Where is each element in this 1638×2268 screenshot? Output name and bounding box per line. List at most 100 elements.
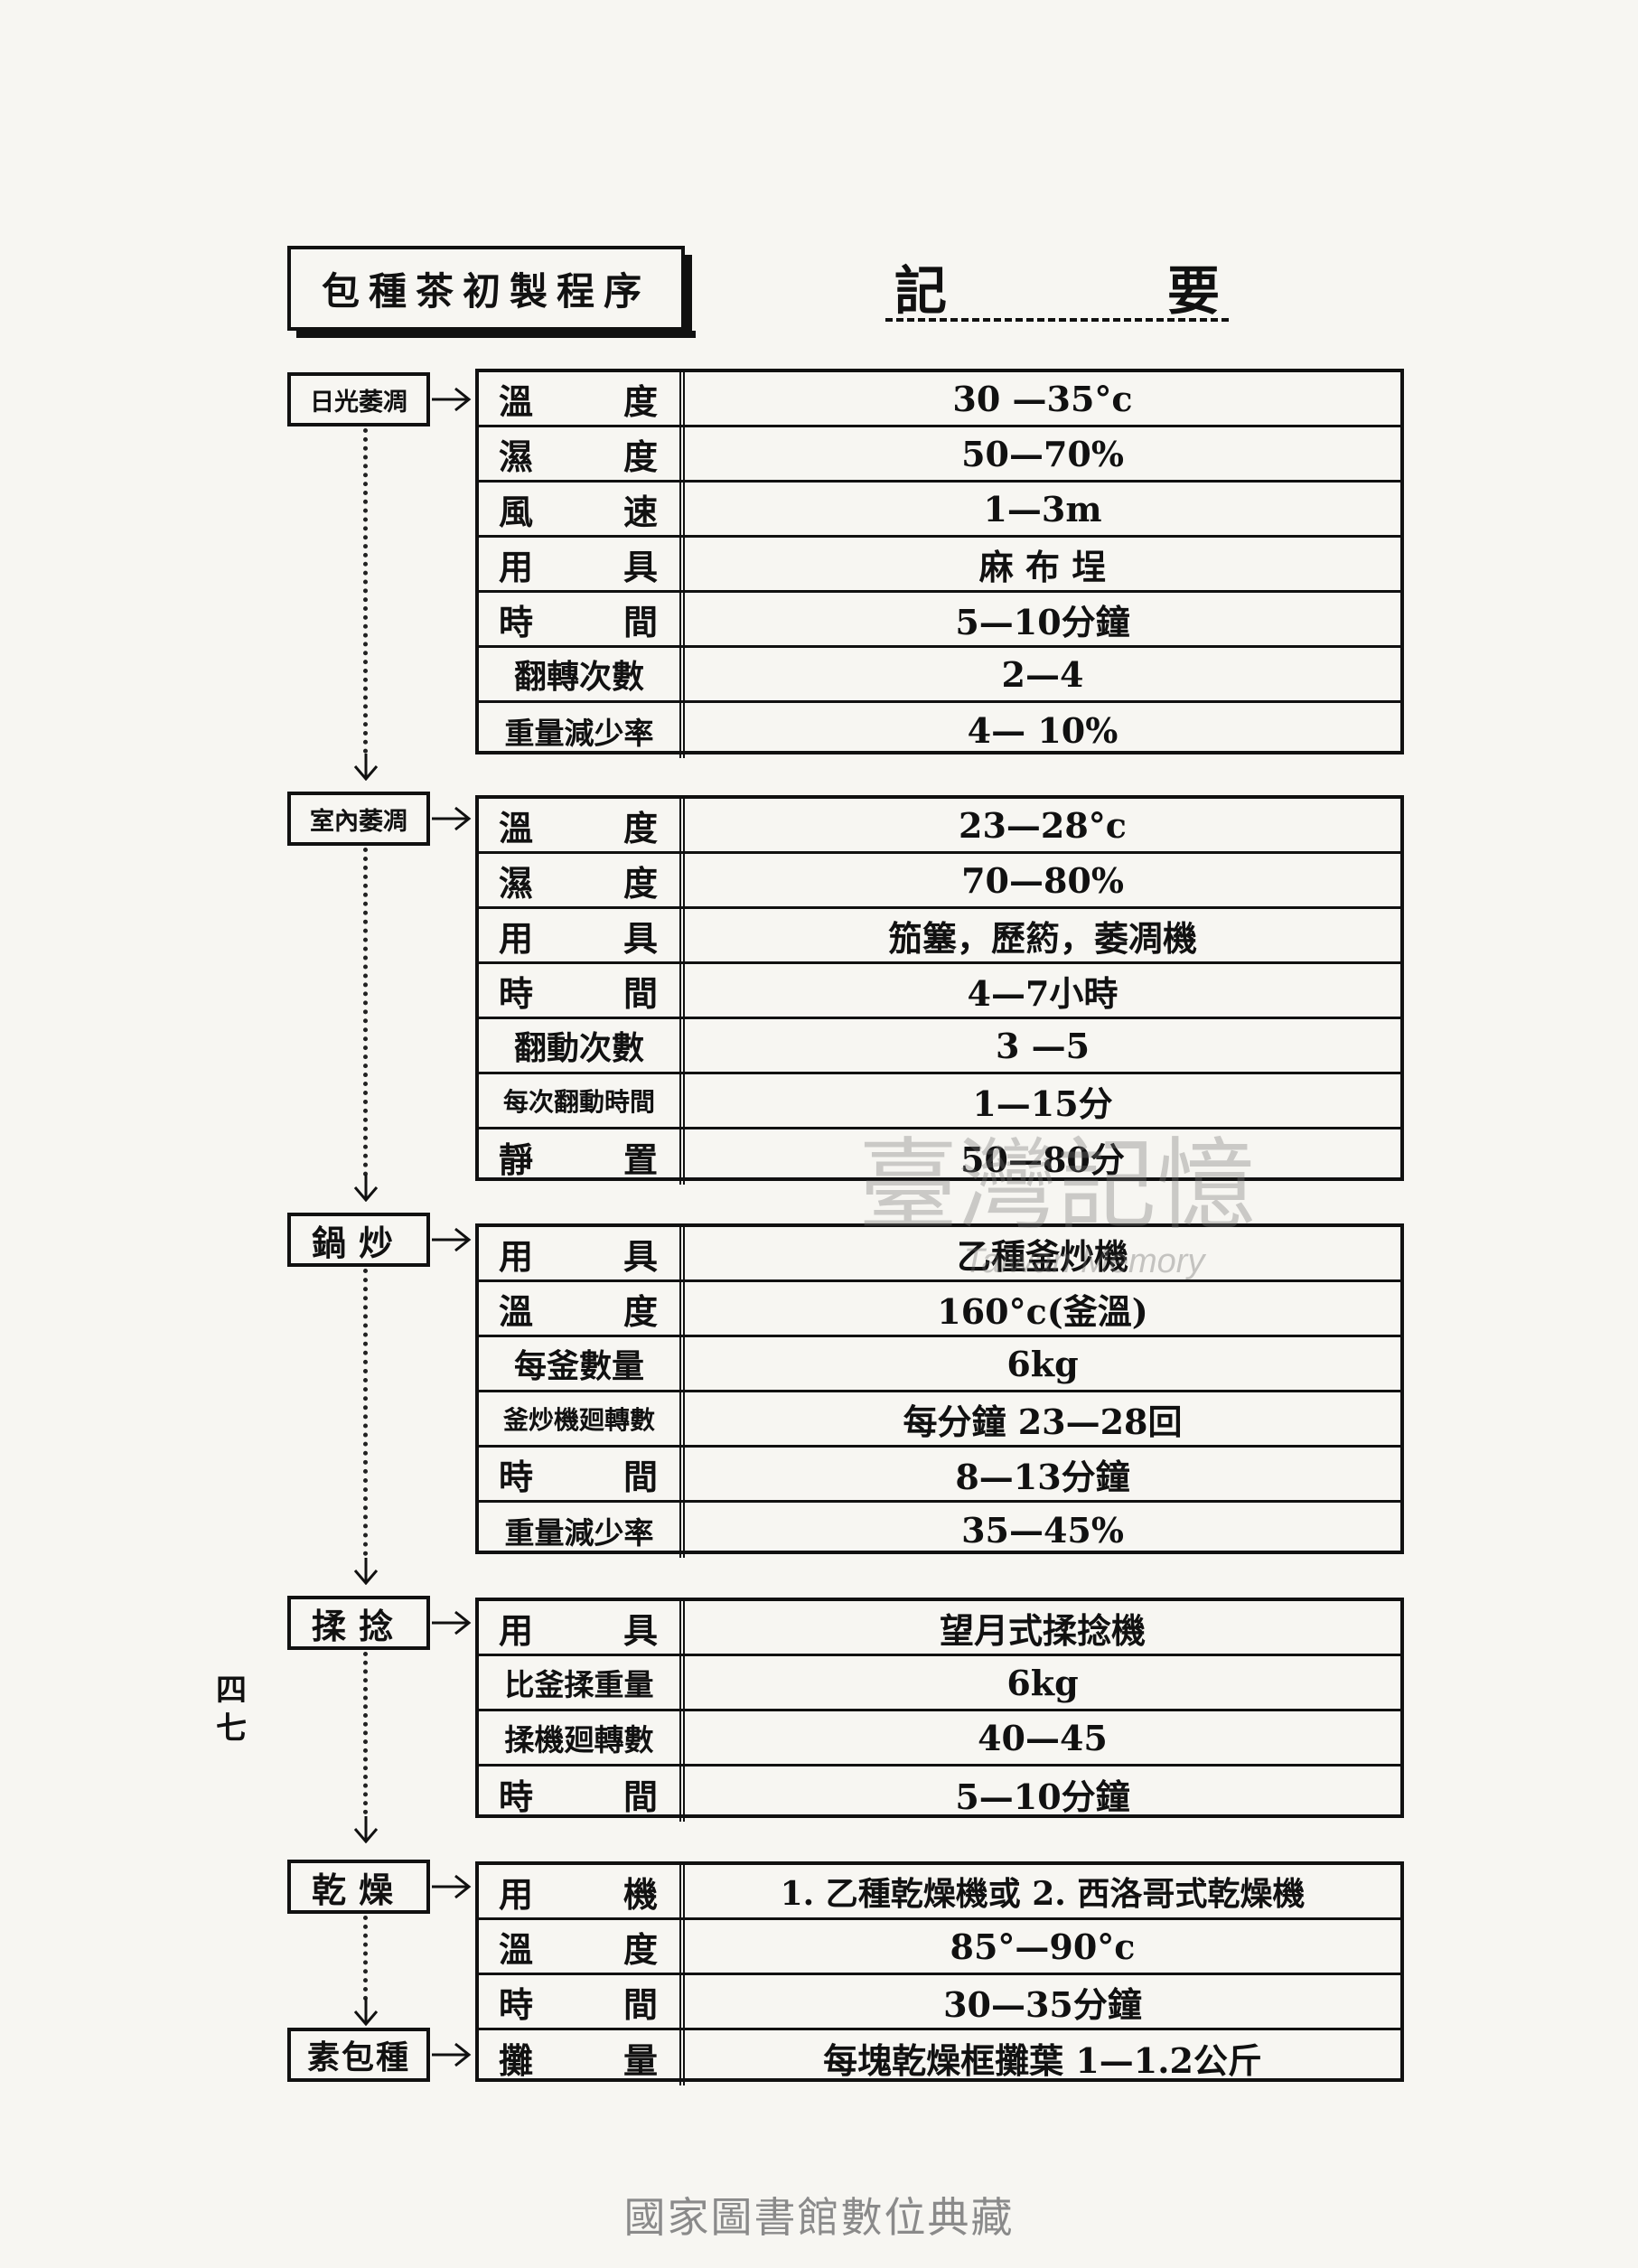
watermark-text: 臺灣記憶 [858,1128,1256,1243]
row-value: 乙種釜炒機 [956,1235,1128,1277]
flow-dotted-line [363,848,368,1176]
row-value: 每塊乾燥框攤葉 1—1.2公斤 [823,2040,1262,2081]
arrow-right-icon [432,2042,472,2067]
stage-label-pan-firing: 鍋炒 [287,1213,430,1267]
stage-label-indoor-withering: 室內萎凋 [287,792,430,846]
row-value: 50—80分 [960,1139,1125,1180]
library-footer: 國家圖書館數位典藏 [623,2193,1015,2242]
row-value: 1—15分 [972,1082,1113,1124]
row-value: 35—45% [961,1510,1124,1551]
stage-name: 日光萎凋 [310,388,407,417]
stage-label-rolling: 揉捻 [287,1596,430,1650]
stage-name: 揉捻 [311,1605,406,1646]
row-value: 160°c(釜溫) [937,1290,1148,1332]
row-label: 比釜揉重量 [479,1656,685,1709]
row-value: 8—13分鐘 [955,1456,1130,1497]
table-row: 揉機廻轉數 40—45 [479,1711,1400,1767]
stage-label-sun-withering: 日光萎凋 [287,372,430,426]
row-value: 1—3m [983,488,1102,530]
table-row: 靜置 50—80分 [479,1129,1400,1185]
row-label: 重量減少率 [479,703,685,758]
row-label: 時間 [479,1975,685,2028]
table-row: 釜炒機廻轉數 每分鐘 23—28回 [479,1392,1400,1448]
row-value: 30 —35°c [952,378,1133,419]
flow-dotted-line [363,1269,368,1556]
row-value: 4—7小時 [967,972,1119,1014]
row-label: 用具 [479,1601,685,1654]
row-label: 釜炒機廻轉數 [479,1392,685,1445]
watermark-subtext: Taiwan Memory [964,1242,1207,1280]
arrow-down-icon [353,1999,379,2026]
row-label: 靜置 [479,1129,685,1185]
taiwan-memory-watermark: 臺灣記憶 Taiwan Memory [858,1128,1256,1280]
arrow-down-icon [353,1175,379,1202]
row-value: 5—10分鐘 [955,601,1130,642]
row-label: 攤量 [479,2030,685,2085]
row-value: 85°—90°c [950,1926,1136,1967]
row-label: 翻動次數 [479,1019,685,1072]
table-row: 用具 笳簺，歷箹，萎凋機 [479,909,1400,964]
page-number: 四七 [216,1673,247,1747]
row-label: 時間 [479,1448,685,1500]
row-label: 每次翻動時間 [479,1074,685,1127]
table-row: 時間 5—10分鐘 [479,1767,1400,1822]
process-title: 包種茶初製程序 [321,268,651,314]
stage-label-plain-pouchong: 素包種 [287,2028,430,2082]
table-row: 用具 麻 布 埕 [479,538,1400,593]
arrow-down-icon [353,1558,379,1585]
row-value: 笳簺，歷箹，萎凋機 [887,917,1197,959]
process-title-box: 包種茶初製程序 [287,246,696,338]
arrow-right-icon [432,387,472,412]
table-row: 重量減少率 4— 10% [479,703,1400,758]
table-row: 時間 8—13分鐘 [479,1448,1400,1503]
heading-char-1: 記 [894,260,948,322]
row-label: 時間 [479,1767,685,1822]
row-label: 風速 [479,483,685,535]
row-value: 2—4 [1001,653,1084,695]
table-row: 溫度 160°c(釜溫) [479,1282,1400,1337]
summary-heading: 記 要 [894,255,1220,322]
table-row: 每次翻動時間 1—15分 [479,1074,1400,1129]
row-label: 溫度 [479,799,685,851]
row-label: 溫度 [479,1282,685,1335]
row-value: 4— 10% [967,710,1119,751]
stage-name: 鍋炒 [311,1222,406,1263]
arrow-down-icon [353,1816,379,1843]
arrow-right-icon [432,1874,472,1899]
row-label: 用機 [479,1865,685,1917]
row-value: 望月式揉捻機 [939,1609,1146,1651]
row-value: 6kg [1006,1343,1079,1384]
row-label: 溫度 [479,372,685,425]
row-label: 濕度 [479,854,685,906]
row-value: 麻 布 埕 [978,546,1107,587]
row-value: 3 —5 [995,1025,1090,1066]
row-value: 70—80% [961,859,1124,901]
row-value: 5—10分鐘 [955,1776,1130,1817]
row-label: 用具 [479,538,685,590]
arrow-right-icon [432,1227,472,1252]
row-value: 每分鐘 23—28回 [903,1401,1183,1442]
stage-label-drying: 乾燥 [287,1860,430,1914]
row-label: 揉機廻轉數 [479,1711,685,1764]
heading-underline [885,318,1229,322]
row-label: 時間 [479,964,685,1017]
row-label: 用具 [479,909,685,961]
row-label: 用具 [479,1227,685,1279]
table-row: 用具 望月式揉捻機 [479,1601,1400,1656]
row-value: 40—45 [978,1717,1108,1758]
table-row: 用具 乙種釜炒機 [479,1227,1400,1282]
table-row: 時間 4—7小時 [479,964,1400,1019]
row-label: 時間 [479,593,685,645]
stage-name: 乾燥 [311,1869,406,1910]
